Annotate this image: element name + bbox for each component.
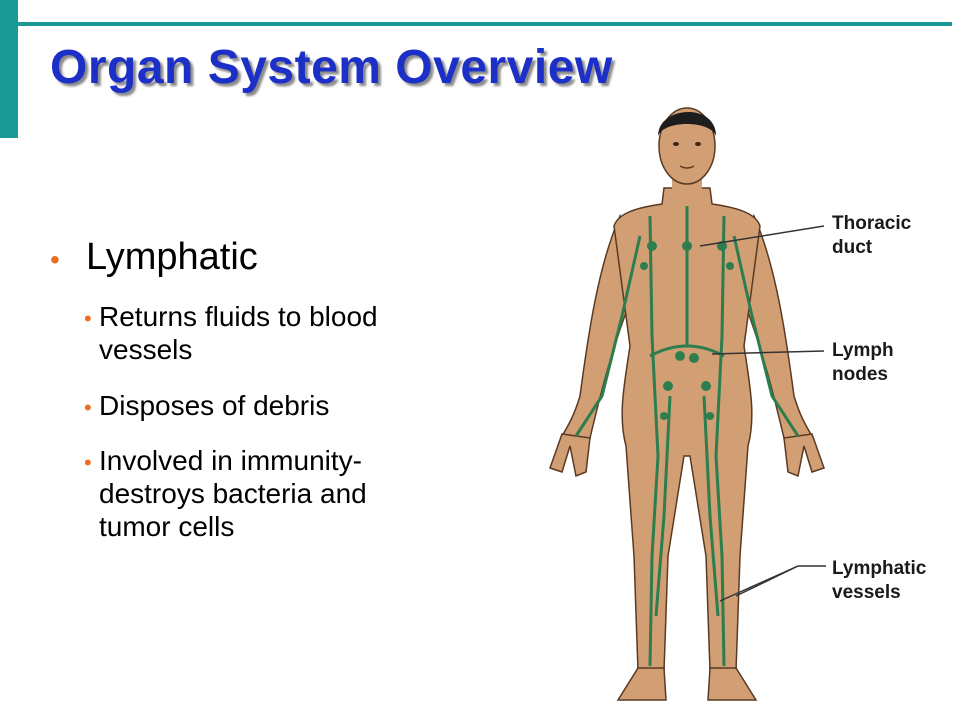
sub-bullet-text: Involved in immunity-destroys bacteria a… [99,445,367,542]
human-body [549,107,825,701]
label-lymph-nodes-line2: nodes [832,364,888,385]
bullet-icon: • [84,450,92,476]
lymphatic-vessels [574,206,800,667]
slide-title: Organ System Overview [50,41,613,94]
bullet-icon: • [50,244,60,275]
bullet-icon: • [84,306,92,331]
bullet-icon: • [84,394,92,420]
lymph-nodes [640,241,734,420]
bullet-lymphatic: • Lymphatic [50,236,540,279]
callout-lines [699,225,826,602]
label-thoracic-duct-line1: Thoracic [832,213,912,234]
bullet-text: Lymphatic [86,236,258,278]
label-lymphatic-vessels-line1: Lymphatic [832,558,927,579]
sub-bullet-immunity: • Involved in immunity-destroys bacteria… [84,445,540,543]
sub-bullet-disposes-debris: • Disposes of debris [84,390,540,423]
accent-line [18,22,952,26]
lymphatic-system-figure: Thoracic duct Lymph nodes Lymphatic vess… [549,107,927,701]
label-lymph-nodes-line1: Lymph [832,340,894,361]
accent-bar [0,0,18,138]
label-lymphatic-vessels-line2: vessels [832,582,901,603]
sub-bullet-text: Disposes of debris [99,389,330,421]
label-thoracic-duct-line2: duct [832,237,873,258]
